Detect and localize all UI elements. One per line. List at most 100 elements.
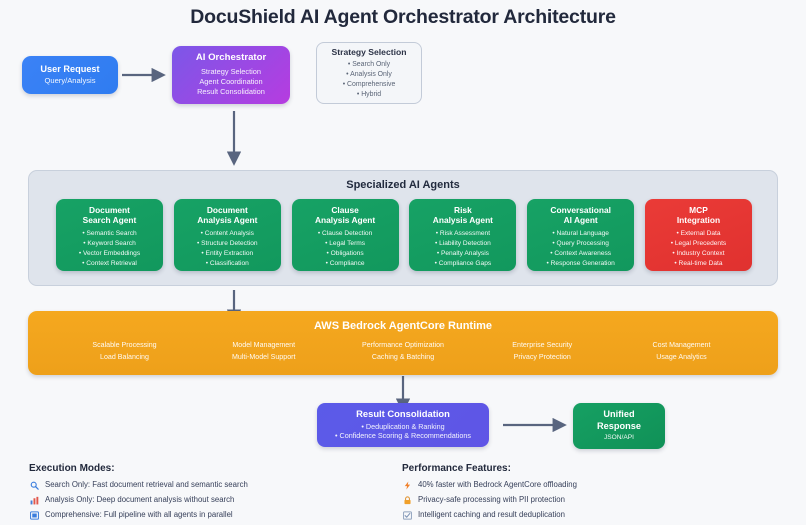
panel-aws-bedrock-runtime: AWS Bedrock AgentCore Runtime Scalable P… (28, 311, 778, 375)
strategy-option-comprehensive: • Comprehensive (342, 81, 396, 88)
node-result-consolidation[interactable]: Result Consolidation • Deduplication & R… (317, 403, 489, 447)
result-consolidation-title: Result Consolidation (356, 408, 450, 420)
agent-card-clause-analysis[interactable]: Clause Analysis Agent • Clause Detection… (291, 199, 399, 271)
band-column-security: Enterprise Security Privacy Protection (480, 339, 605, 364)
agent-item: • Compliance (325, 259, 365, 267)
agent-title-line2: Search Agent (82, 215, 137, 226)
result-consolidation-line-1: • Deduplication & Ranking (361, 421, 445, 431)
agent-item: • Liability Detection (434, 240, 491, 248)
legend-text: Intelligent caching and result deduplica… (418, 510, 565, 520)
agent-item: • Clause Detection (317, 230, 373, 238)
agent-title-line1: Conversational (550, 205, 611, 215)
user-request-title: User Request (40, 63, 100, 74)
agent-item: • Structure Detection (197, 240, 258, 248)
band-line: Usage Analytics (656, 353, 707, 362)
grid-square-icon (29, 510, 40, 521)
orchestrator-line-1: Strategy Selection (201, 66, 261, 76)
agent-item: • Context Retrieval (82, 259, 137, 267)
lock-icon (402, 495, 413, 506)
node-ai-orchestrator[interactable]: AI Orchestrator Strategy Selection Agent… (172, 46, 290, 104)
band-line: Model Management (232, 341, 296, 349)
band-line: Privacy Protection (513, 353, 571, 362)
strategy-option-hybrid: • Hybrid (356, 91, 382, 98)
legend-performance-title: Performance Features: (402, 463, 511, 474)
legend-row: Intelligent caching and result deduplica… (402, 510, 782, 521)
band-line: Performance Optimization (361, 341, 444, 349)
legend-row: Search Only: Fast document retrieval and… (29, 480, 389, 491)
agent-item: • Semantic Search (82, 230, 137, 238)
legend-performance-features: Performance Features: 40% faster with Be… (402, 463, 782, 525)
agent-card-risk-analysis[interactable]: Risk Analysis Agent • Risk Assessment • … (409, 199, 517, 271)
agent-item: • Classification (205, 259, 249, 267)
agent-item: • Entity Extraction (201, 249, 254, 257)
band-column-scalable: Scalable Processing Load Balancing (62, 339, 187, 364)
band-line: Caching & Batching (371, 353, 435, 362)
result-consolidation-line-2: • Confidence Scoring & Recommendations (335, 431, 471, 441)
legend-row: Comprehensive: Full pipeline with all ag… (29, 510, 389, 521)
band-column-cost: Cost Management Usage Analytics (619, 339, 744, 364)
legend-text: Search Only: Fast document retrieval and… (45, 480, 248, 490)
agent-title-line1: Document (206, 205, 248, 215)
orchestrator-line-2: Agent Coordination (199, 76, 263, 86)
band-column-performance: Performance Optimization Caching & Batch… (341, 339, 466, 364)
bar-chart-icon (29, 495, 40, 506)
aws-band-columns: Scalable Processing Load Balancing Model… (28, 339, 778, 364)
agent-item: • Legal Precedents (670, 240, 727, 248)
agents-row: Document Search Agent • Semantic Search … (29, 199, 779, 271)
node-strategy-selection[interactable]: Strategy Selection • Search Only • Analy… (316, 42, 422, 104)
strategy-selection-title: Strategy Selection (331, 47, 407, 57)
legend-execution-title: Execution Modes: (29, 463, 115, 474)
band-line: Multi-Model Support (232, 353, 296, 362)
agent-item: • Legal Terms (325, 240, 366, 248)
agent-item: • Query Processing (552, 240, 609, 248)
page-title: DocuShield AI Agent Orchestrator Archite… (190, 6, 616, 28)
checkbox-icon (402, 510, 413, 521)
agent-title-line1: Document (89, 205, 130, 215)
agent-item: • Vector Embeddings (78, 249, 141, 257)
legend-row: Privacy-safe processing with PII protect… (402, 495, 782, 506)
agent-title-line2: Analysis Agent (432, 215, 493, 226)
agent-title: MCP Integration (677, 205, 720, 225)
agent-item: • Content Analysis (200, 230, 254, 238)
agent-item: • Risk Assessment (435, 230, 491, 238)
agent-item: • Real-time Data (674, 259, 723, 267)
agent-title-line1: MCP (689, 205, 708, 215)
agent-item: • Keyword Search (83, 240, 136, 248)
agent-title: Conversational AI Agent (550, 205, 611, 225)
agent-title-line2: Analysis Agent (314, 215, 376, 226)
agent-title-line2: Analysis Agent (197, 215, 258, 226)
node-user-request[interactable]: User Request Query/Analysis (22, 56, 118, 94)
agent-title-line2: AI Agent (563, 215, 598, 226)
legend-row: 40% faster with Bedrock AgentCore offloa… (402, 480, 782, 491)
agent-title: Risk Analysis Agent (433, 205, 493, 225)
aws-band-title: AWS Bedrock AgentCore Runtime (313, 320, 493, 332)
agent-title: Document Analysis Agent (197, 205, 257, 225)
agents-panel-title: Specialized AI Agents (346, 179, 460, 191)
unified-response-title-line1: Unified (603, 409, 635, 420)
agent-card-document-search[interactable]: Document Search Agent • Semantic Search … (56, 199, 163, 271)
panel-specialized-ai-agents: Specialized AI Agents Document Search Ag… (28, 170, 778, 286)
agent-item: • Penalty Analysis (436, 249, 489, 257)
band-line: Cost Management (652, 341, 711, 349)
agent-title-line1: Clause (331, 205, 359, 215)
agent-item: • Context Awareness (550, 249, 612, 257)
search-icon (29, 480, 40, 491)
unified-response-title: Unified Response (597, 409, 641, 431)
agent-item: • External Data (676, 230, 721, 238)
legend-row: Analysis Only: Deep document analysis wi… (29, 495, 389, 506)
legend-text: Privacy-safe processing with PII protect… (418, 495, 565, 505)
band-line: Enterprise Security (512, 341, 573, 349)
user-request-subtitle: Query/Analysis (44, 76, 96, 86)
legend-execution-modes: Execution Modes: Search Only: Fast docum… (29, 463, 389, 525)
orchestrator-title: AI Orchestrator (195, 52, 267, 64)
agent-card-document-analysis[interactable]: Document Analysis Agent • Content Analys… (173, 199, 281, 271)
agent-item: • Industry Context (672, 249, 725, 257)
agent-card-mcp-integration[interactable]: MCP Integration • External Data • Legal … (644, 199, 752, 271)
band-line: Scalable Processing (92, 341, 157, 349)
unified-response-title-line2: Response (597, 420, 641, 431)
agent-item: • Natural Language (552, 230, 609, 238)
unified-response-subtitle: JSON/API (603, 433, 635, 441)
node-unified-response[interactable]: Unified Response JSON/API (573, 403, 665, 449)
agent-card-conversational-ai[interactable]: Conversational AI Agent • Natural Langua… (527, 199, 635, 271)
